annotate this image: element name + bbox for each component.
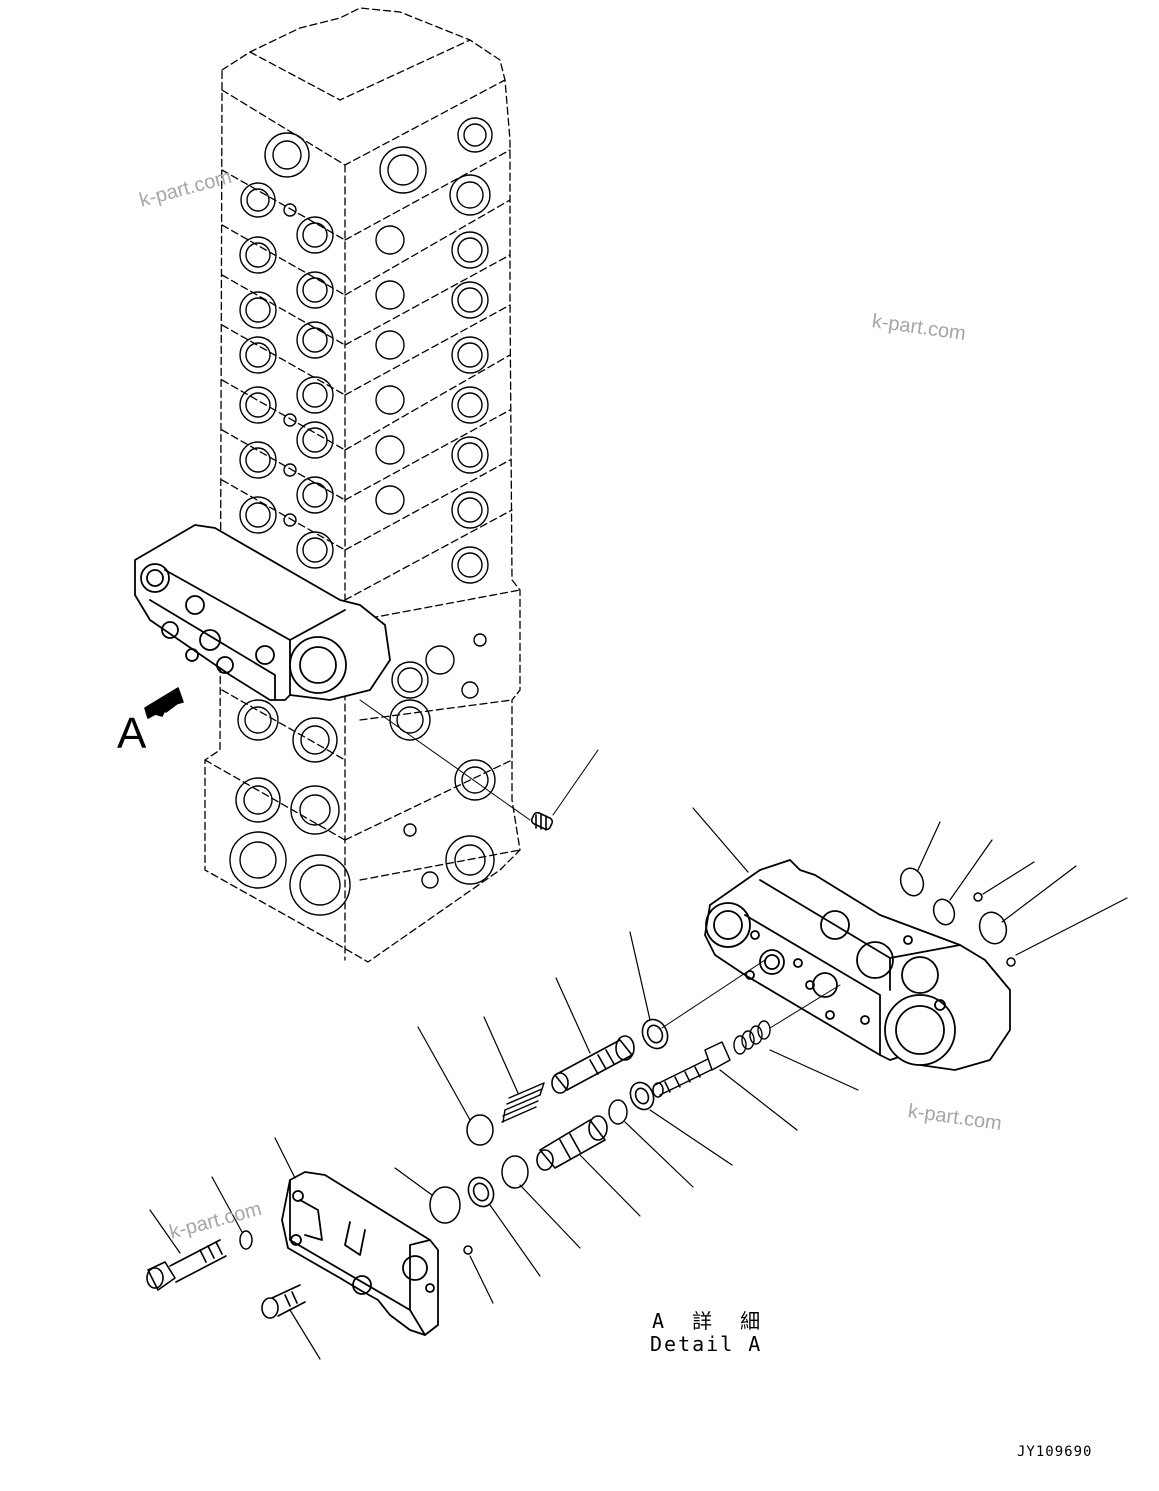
leader-line	[662, 960, 765, 1028]
washer-part	[638, 1015, 672, 1052]
o-ring-part	[464, 1246, 472, 1254]
control-valve-stack	[205, 8, 520, 962]
valve-ports	[230, 118, 495, 915]
spring-part	[502, 1083, 544, 1122]
leader-line	[360, 700, 530, 820]
callout-arrow-icon	[145, 688, 183, 718]
o-ring-part	[502, 1156, 528, 1188]
cover-plate-part	[282, 1172, 438, 1335]
spring-part	[734, 1021, 770, 1054]
leader-line	[553, 750, 598, 815]
detail-title-japanese: A 詳 細	[652, 1309, 769, 1333]
detail-title-english: Detail A	[650, 1332, 763, 1356]
poppet-part	[537, 1116, 607, 1170]
valve-housing-detail	[705, 860, 1010, 1070]
spool-part	[552, 1036, 634, 1093]
adjuster-screw-part	[653, 1042, 730, 1097]
bolt-part	[147, 1240, 226, 1290]
callout-label: A	[117, 709, 147, 758]
o-ring-part	[609, 1100, 627, 1124]
socket-bolt-part	[262, 1285, 305, 1318]
o-ring-part	[430, 1187, 460, 1223]
o-ring-part	[467, 1115, 493, 1145]
washer-part	[464, 1173, 498, 1210]
valve-block-on-stack	[135, 525, 390, 700]
plug-part	[530, 811, 553, 830]
spring-washer-part	[240, 1231, 252, 1249]
callout-leader-lines	[150, 808, 1127, 1359]
washer-part	[626, 1079, 658, 1114]
leader-line	[770, 985, 840, 1028]
seal-parts	[897, 865, 1015, 966]
drawing-code: JY109690	[1017, 1444, 1093, 1460]
